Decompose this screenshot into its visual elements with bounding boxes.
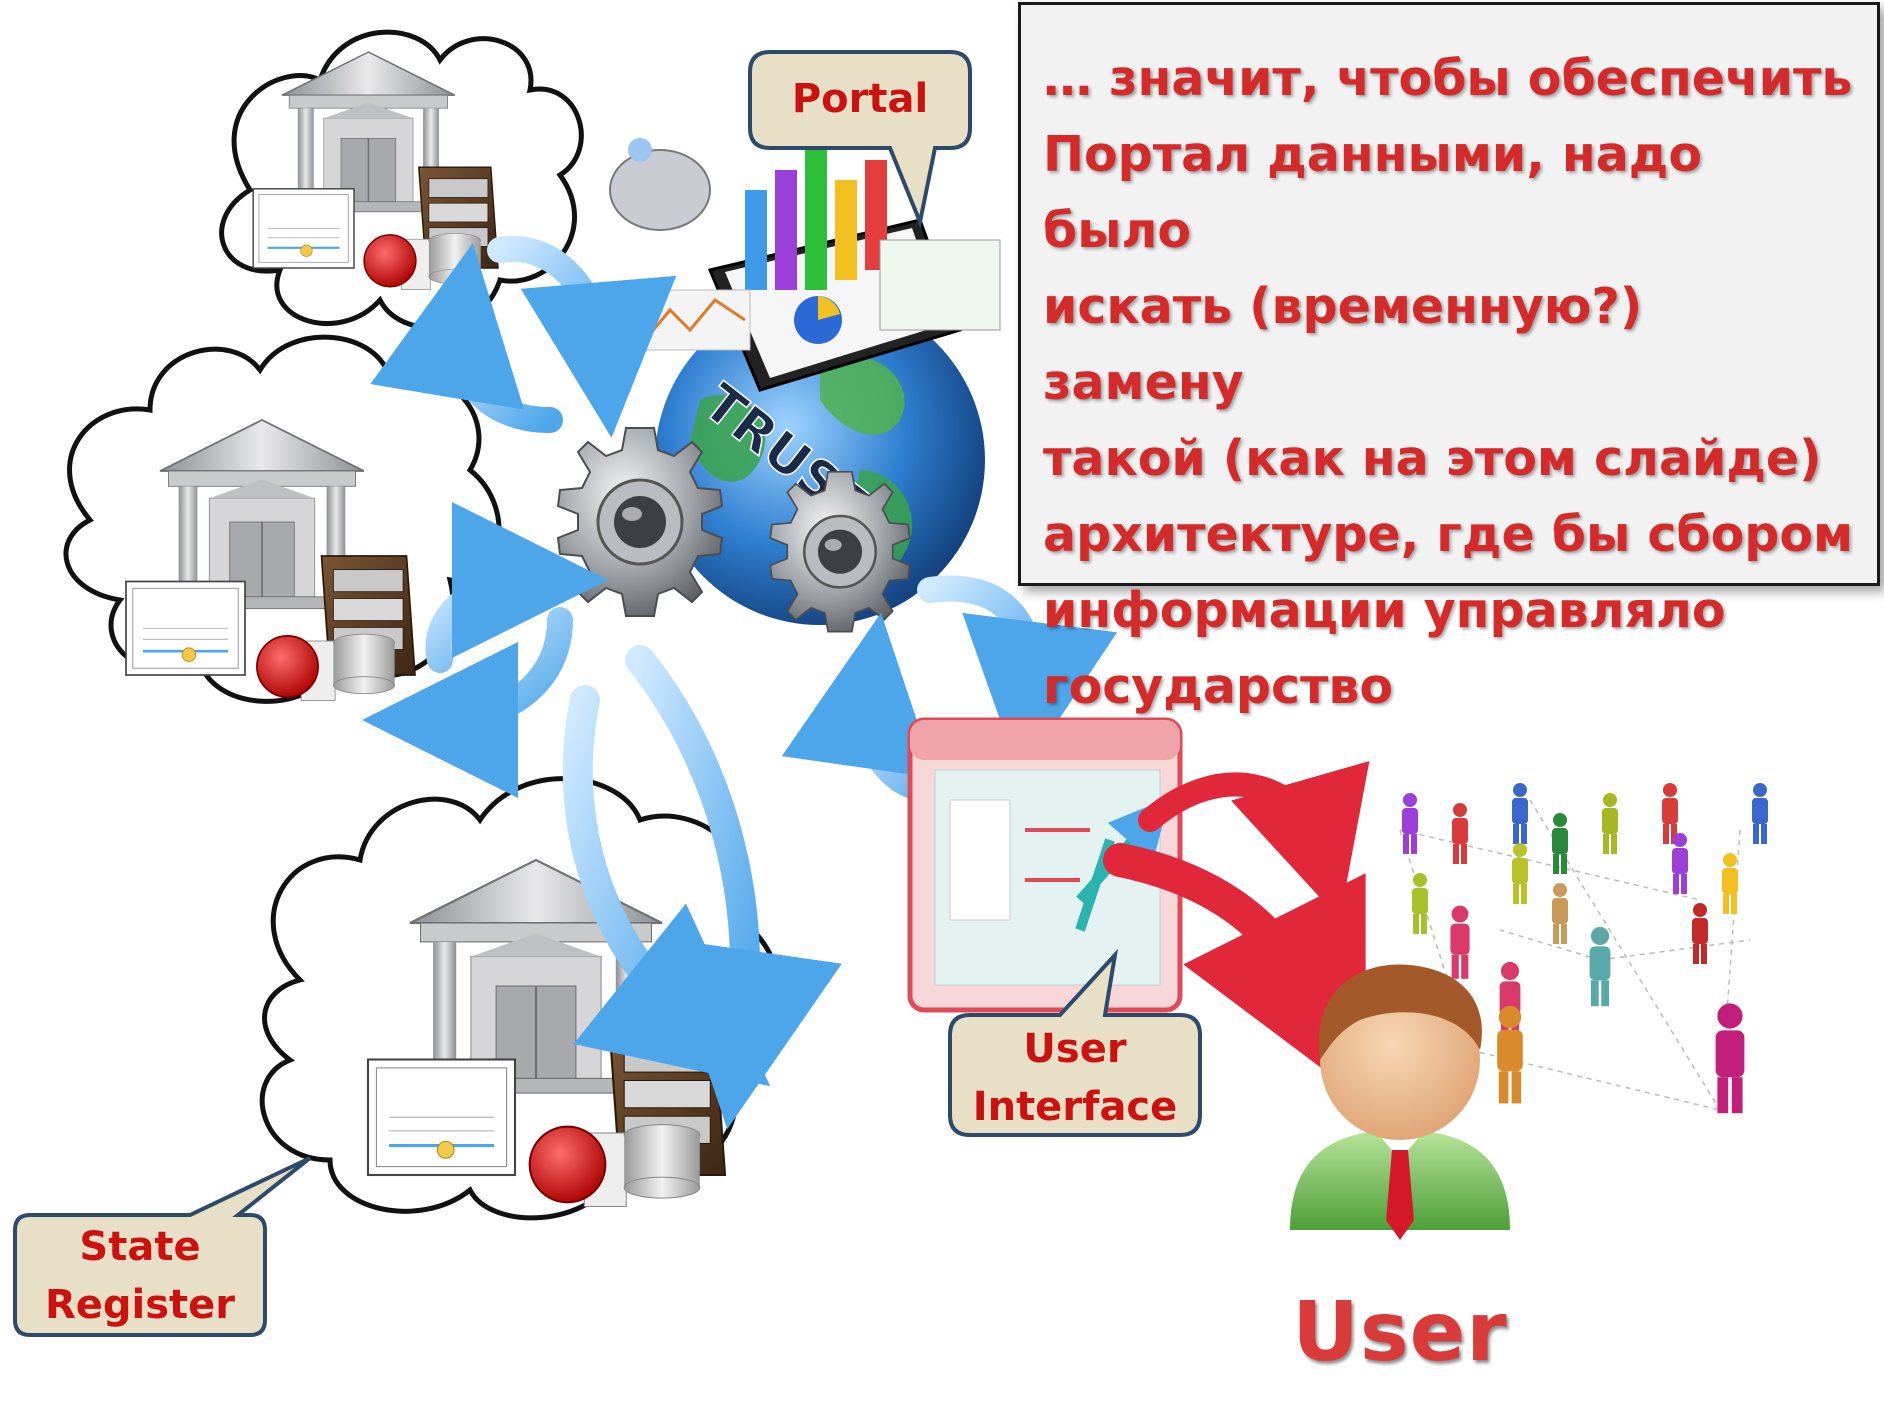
user-label: User — [1292, 1285, 1508, 1380]
user-flow-arrows — [1103, 760, 1370, 1102]
user-avatar-icon — [1290, 964, 1510, 1240]
state-register-callout — [13, 1156, 312, 1337]
gear-icon-large — [556, 426, 724, 618]
gear-icon-small — [769, 470, 911, 633]
quote-box: … значит, чтобы обеспечить Портал данным… — [1018, 2, 1880, 715]
dashboard-tablet-icon — [609, 138, 1001, 392]
user-interface-callout — [948, 948, 1202, 1137]
data-flow-arrows — [362, 235, 1118, 1130]
portal-label: Portal — [791, 76, 929, 122]
user-interface-label: User Interface — [972, 1026, 1178, 1130]
quote-text: … значит, чтобы обеспечить Портал данным… — [1043, 50, 1854, 715]
portal-callout — [748, 50, 972, 229]
state-register-label: State Register — [44, 1224, 236, 1328]
